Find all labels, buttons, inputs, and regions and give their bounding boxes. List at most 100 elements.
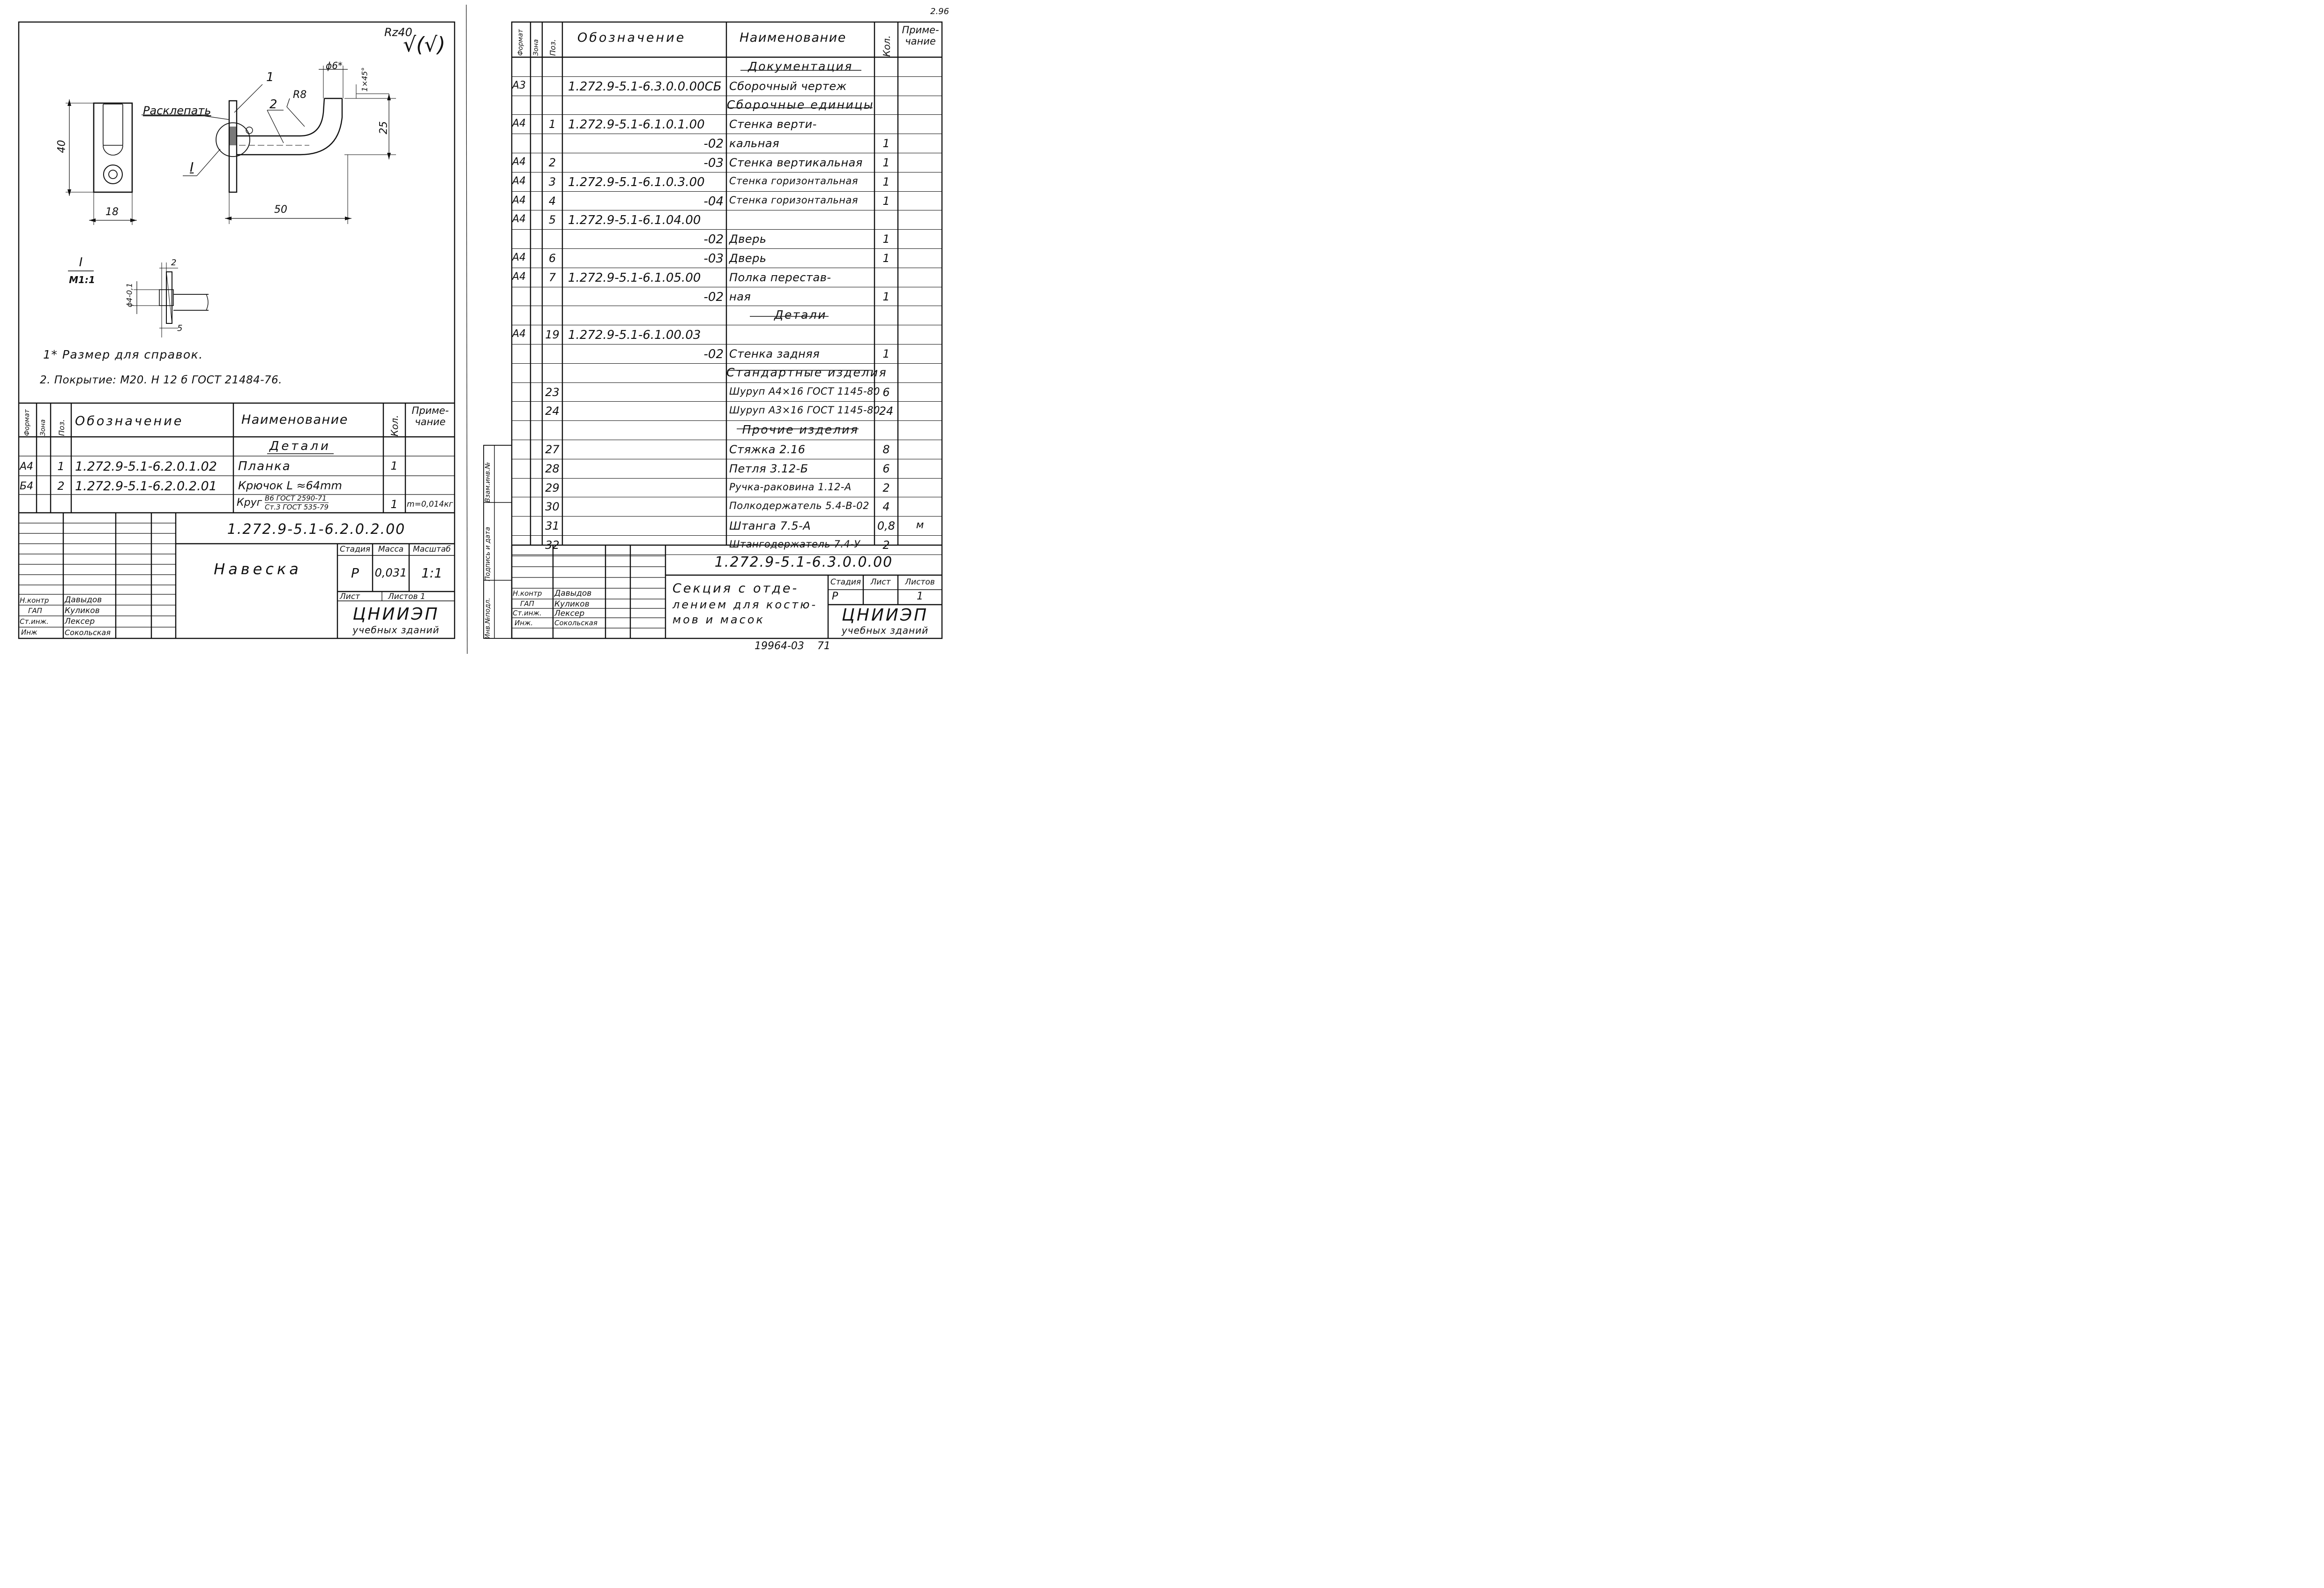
rspec-section: Сборочные единицы [726,97,874,112]
rspec-pos: 3 [548,175,556,188]
rstamp-org2: учебных зданий [841,625,929,636]
rspec-name: Шуруп А4×16 ГОСТ 1145-80 [729,385,880,397]
rspec-format: А4 [512,118,526,130]
rspec-pos: 19 [545,328,560,342]
rspec-name: кальная [729,137,780,150]
dim-width-18: 18 [105,206,119,218]
lstamp-head-scale: Масштаб [413,545,451,554]
lspec-head-name: Наименование [241,412,348,427]
rspec-name: Стенка задняя [729,347,820,360]
rstamp-name-1: Давыдов [554,589,592,598]
rspec-pos: 28 [545,462,560,475]
lspec-row1-name: Планка [238,459,291,473]
rspec-pos: 1 [548,118,556,131]
lstamp-org: ЦНИИЭП [352,605,440,624]
rspec-qty: 2 [882,539,890,552]
lstamp-head-mass: Масса [378,545,404,554]
lspec-row1-qty: 1 [390,459,398,472]
rspec-pos: 27 [545,443,560,456]
lstamp-sheets: Листов 1 [388,592,426,601]
rspec-pos: 24 [545,404,560,418]
rspec-head-zone: Зона [532,39,540,56]
rspec-note: м [916,519,924,532]
rspec-row-line [512,191,942,192]
rstamp-head-sheets: Листов [905,577,935,587]
dim-length-50: 50 [274,204,287,216]
lstamp-role-4: Инж [21,628,37,637]
rspec-section: Стандартные изделия [726,365,888,379]
rspec-format: А4 [512,175,526,187]
rspec-format: А3 [512,79,526,91]
detail-length: 5 [177,323,183,333]
rstamp-title-2: лением для костю- [673,598,818,611]
lstamp-head-stage: Стадия [339,545,371,554]
callout-rivet: Расклепать [143,104,211,117]
rspec-qty: 8 [882,443,890,456]
rspec-qty: 1 [882,137,890,150]
rspec-format: А4 [512,194,526,206]
lspec-row2-format: Б4 [20,480,34,492]
rspec-row-line [512,401,942,402]
rspec-qty: 1 [882,194,890,208]
lspec-row2-name: Крючок L ≈64mm [238,479,342,492]
rspec-row-line [512,516,942,517]
dim-radius: R8 [293,89,307,101]
lstamp-name-3: Лексер [65,617,95,626]
rspec-pos: 23 [545,385,560,399]
lspec-head-designation: Обозначение [75,414,184,428]
lspec-head-note: Приме-чание [411,405,449,427]
rspec-head-designation: Обозначение [577,30,686,45]
lspec-material-top: В6 ГОСТ 2590-71 [265,494,327,502]
rspec-head-name: Наименование [740,30,846,45]
lstamp-name-1: Давыдов [65,595,102,605]
rstamp-role-3: Ст.инж. [513,609,542,617]
rspec-designation: -03 [703,156,724,170]
rspec-row-line [512,382,942,383]
lspec-row1-designation: 1.272.9-5.1-6.2.0.1.02 [75,459,217,474]
rspec-designation: 1.272.9-5.1-6.3.0.0.00СБ [568,79,722,94]
callout-view-I: I [190,159,194,175]
rspec-qty: 6 [882,385,890,399]
rstamp-code: 1.272.9-5.1-6.3.0.0.00 [714,554,893,570]
rspec-name: Ручка-раковина 1.12-А [729,481,852,493]
rspec-name: Полка перестав- [729,270,831,284]
lspec-row2-pos: 2 [57,479,65,493]
rspec-designation: 1.272.9-5.1-6.1.00.03 [568,328,701,343]
rspec-designation: -02 [703,347,724,361]
rspec-designation: 1.272.9-5.1-6.1.0.1.00 [568,118,705,132]
rspec-row-line [512,363,942,364]
rspec-pos: 32 [545,539,560,552]
rspec-row-line [512,248,942,249]
rspec-section: Документация [748,60,853,73]
lspec-section-details: Детали [269,439,331,453]
lspec-material-label: Круг [237,497,262,509]
lstamp-org2: учебных зданий [352,624,440,636]
lstamp-scale: 1:1 [421,565,443,581]
rspec-qty: 0,8 [877,519,896,533]
lspec-head-format: Формат [23,409,31,436]
lspec-row1-format: А4 [20,461,34,472]
rstamp-sheets: 1 [917,591,923,602]
rspec-name: Сборочный чертеж [729,79,847,93]
rspec-name: Стенка верти- [729,118,817,131]
rspec-name: Шуруп А3×16 ГОСТ 1145-80 [729,404,880,416]
drawing-lines [18,4,943,654]
detail-scale: M1:1 [69,274,95,285]
rstamp-name-2: Куликов [554,599,590,609]
rspec-name: Петля 3.12-Б [729,462,808,475]
rspec-row-line [512,535,942,536]
rspec-designation: -02 [703,290,724,304]
lstamp-name-2: Куликов [65,606,100,615]
rspec-qty: 1 [882,156,890,169]
rspec-name: Дверь [729,252,767,265]
rspec-designation: -03 [703,252,724,266]
rstamp-head-stage: Стадия [830,577,861,587]
rspec-qty: 24 [879,404,894,418]
surface-roughness: Rz40 [384,26,412,39]
rspec-designation: 1.272.9-5.1-6.1.05.00 [568,270,701,285]
rspec-qty: 1 [882,290,890,303]
rspec-designation: 1.272.9-5.1-6.1.04.00 [568,213,701,228]
lspec-row1-pos: 1 [57,460,65,473]
rspec-qty: 1 [882,347,890,360]
rspec-name: Штанга 7.5-А [729,519,811,533]
